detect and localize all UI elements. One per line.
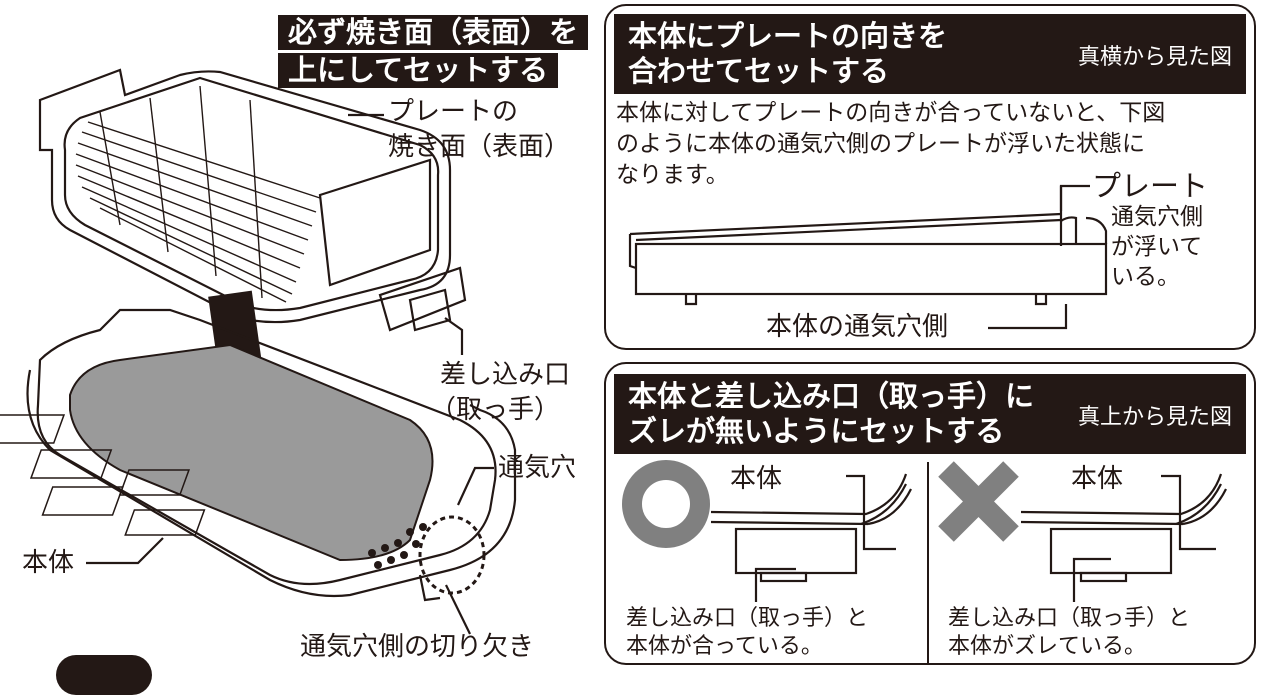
leader-lines [86,113,494,635]
panel-alignment-view-label: 真上から見た図 [1077,405,1232,430]
banner-line-1: 必ず焼き面（表面）を [278,15,589,50]
base-unit-drawing [0,308,517,602]
panel-alignment-title-2: ズレが無いようにセットする [628,414,1005,448]
panel-orientation-view-label: 真横から見た図 [1077,45,1232,70]
body-label: 本体 [22,548,75,578]
ng-body-label: 本体 [1071,464,1124,494]
banner-line-2: 上にしてセットする [278,53,559,88]
desc-line-3: なります。 [616,162,729,188]
side-label: 本体の通気穴側 [766,312,949,342]
plate-label-line-1: プレートの [388,97,519,127]
side-view-drawing [628,184,1108,330]
badge-bottom-left [56,655,152,695]
ng-caption-1: 差し込み口（取っ手）と [948,606,1191,631]
plate-label: プレート [1092,169,1209,203]
grill-illustration [0,68,517,635]
ok-circle-icon [622,460,710,548]
panel-orientation: 本体にプレートの向きを 合わせてセットする 真横から見た図 本体に対してプレート… [604,4,1256,350]
panel-orientation-header: 本体にプレートの向きを 合わせてセットする 真横から見た図 [614,14,1246,94]
float-line-1: 通気穴側 [1111,204,1203,230]
notch-label: 通気穴側の切り欠き [300,632,535,662]
panel-alignment-header: 本体と差し込み口（取っ手）に ズレが無いようにセットする 真上から見た図 [614,374,1246,454]
top-view-drawings [622,460,1227,664]
plate-label-line-2: 焼き面（表面） [388,132,571,162]
ok-body-label: 本体 [730,464,783,494]
float-line-3: いる。 [1111,264,1180,290]
ok-caption-2: 本体が合っている。 [626,634,823,659]
panel-orientation-title-2: 合わせてセットする [628,54,890,88]
ng-cross-icon [938,461,1019,542]
ok-caption-1: 差し込み口（取っ手）と [626,606,869,631]
float-line-2: が浮いて [1111,234,1203,260]
desc-line-2: のように本体の通気穴側のプレートが浮いた状態に [616,131,1145,157]
vent-label: 通気穴 [498,453,577,483]
inlet-label-line-2: （取っ手） [430,395,561,425]
panel-alignment-title-1: 本体と差し込み口（取っ手）に [628,379,1035,413]
ng-caption-2: 本体がズレている。 [948,634,1147,659]
desc-line-1: 本体に対してプレートの向きが合っていないと、下図 [616,100,1166,126]
panel-orientation-title-1: 本体にプレートの向きを [628,19,948,53]
grill-plate-drawing [38,68,467,332]
inlet-label-line-1: 差し込み口 [440,360,571,390]
panel-alignment: 本体と差し込み口（取っ手）に ズレが無いようにセットする 真上から見た図 [604,362,1256,665]
